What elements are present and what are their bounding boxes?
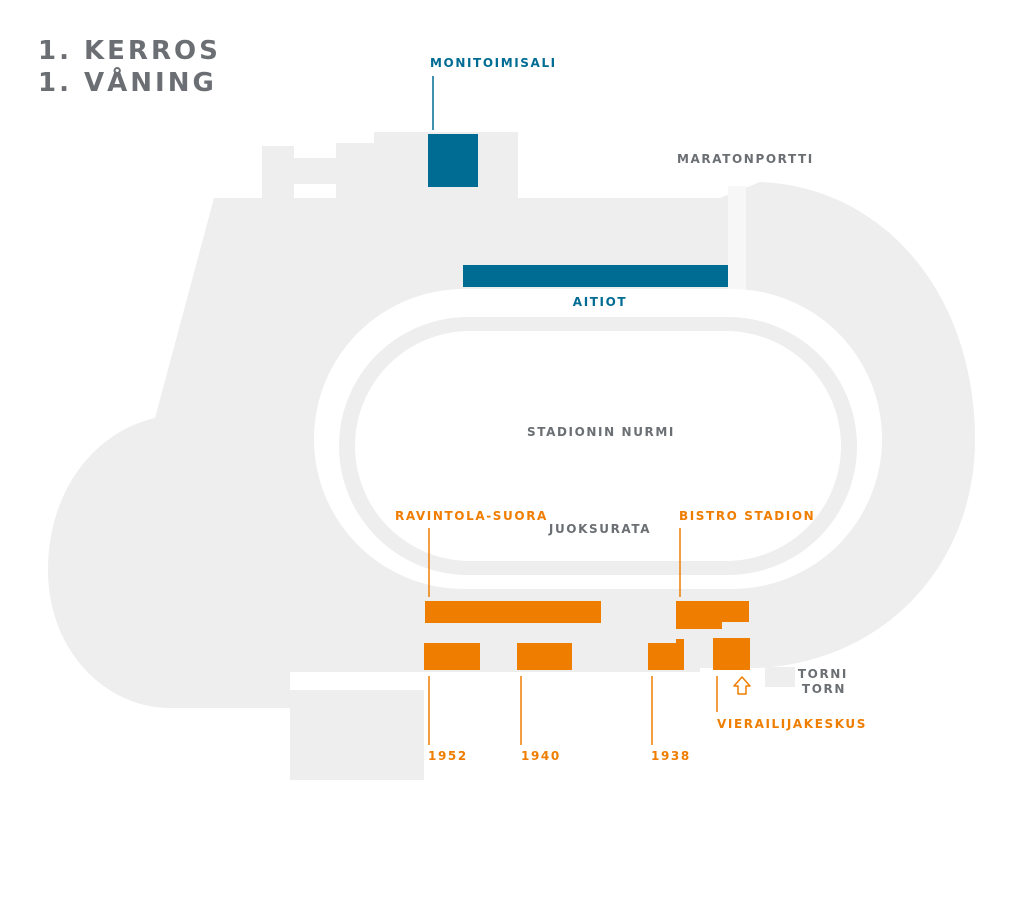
arrow-up-icon[interactable] <box>733 676 751 695</box>
floor-title-sv: 1. VÅNING <box>38 68 217 98</box>
label-torn: TORN <box>801 682 846 696</box>
stadium-lawn <box>355 331 841 561</box>
room-1952[interactable] <box>424 643 480 670</box>
label-vierailijakeskus[interactable]: VIERAILIJAKESKUS <box>717 717 868 731</box>
label-1938[interactable]: 1938 <box>651 749 691 763</box>
label-stadionin-nurmi: STADIONIN NURMI <box>527 425 675 439</box>
marathon-gate <box>728 186 746 290</box>
upper-block-mid <box>294 158 336 184</box>
room-1938[interactable] <box>648 639 684 670</box>
label-1952[interactable]: 1952 <box>428 749 468 763</box>
bistro-stadion-area[interactable] <box>676 601 749 629</box>
aitiot-area[interactable] <box>463 265 728 287</box>
monitoimisali-area[interactable] <box>428 134 478 187</box>
upper-block-right <box>336 143 376 203</box>
lower-annex <box>290 690 424 780</box>
label-aitiot[interactable]: AITIOT <box>572 295 628 309</box>
label-monitoimisali[interactable]: MONITOIMISALI <box>430 56 557 70</box>
label-juoksurata: JUOKSURATA <box>548 522 652 536</box>
label-maratonportti: MARATONPORTTI <box>677 152 814 166</box>
label-torni: TORNI <box>797 667 848 681</box>
tower-block <box>765 667 795 687</box>
label-ravintola-suora[interactable]: RAVINTOLA-SUORA <box>395 509 548 523</box>
upper-block-left <box>262 146 294 206</box>
ravintola-suora-area[interactable] <box>425 601 601 623</box>
label-bistro-stadion[interactable]: BISTRO STADION <box>679 509 816 523</box>
vierailijakeskus-area[interactable] <box>713 638 750 670</box>
label-1940[interactable]: 1940 <box>521 749 561 763</box>
room-1940[interactable] <box>517 643 572 670</box>
floor-title-fi: 1. KERROS <box>38 36 221 66</box>
